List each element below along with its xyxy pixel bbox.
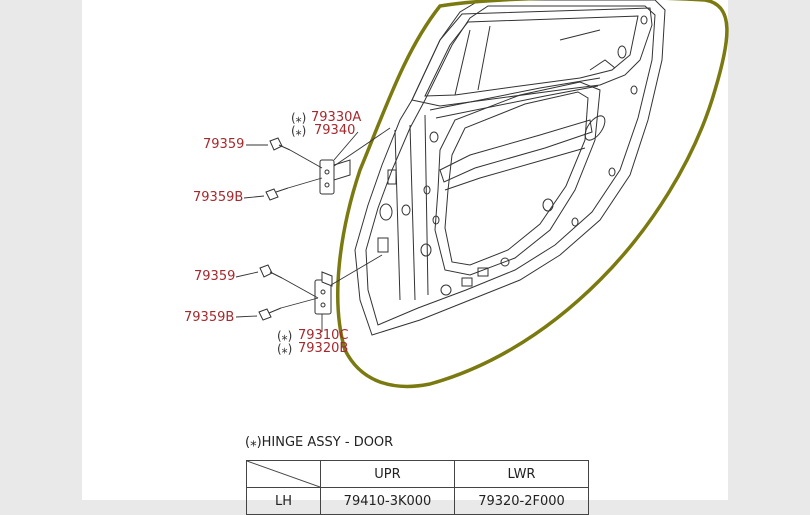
lower-bolt-a [259,264,283,279]
leader-lines [235,127,391,332]
lower-hinge-marker-a: (⁎) [277,329,293,343]
upper-bolt-a [269,137,291,151]
upr-part-number[interactable]: 79410-3K000 [320,487,455,515]
rear-door-panel [354,0,666,336]
upper-hinge-marker-a: (⁎) [291,111,307,125]
lwr-part-number[interactable]: 79320-2F000 [454,487,589,515]
hinge-assy-table: UPR LWR LH 79410-3K000 79320-2F000 [246,460,589,515]
door-exploded-diagram [235,0,729,389]
upper-hinge [319,159,351,195]
hinge-table-title: (⁎)HINGE ASSY - DOOR [245,435,394,450]
table-header-row: UPR LWR [246,460,589,488]
lower-hinge-part-number-a[interactable]: 79310C [298,328,349,343]
row-label: LH [246,487,321,515]
upper-hinge-part-number-b[interactable]: 79340 [314,123,356,138]
lower-bolt-a-part-number[interactable]: 79359 [194,269,236,284]
lower-bolt-b [258,307,282,321]
upper-bolt-b-part-number[interactable]: 79359B [193,190,244,205]
upper-hinge-part-number-a[interactable]: 79330A [311,110,362,125]
lower-hinge [314,271,333,315]
lower-bolt-b-part-number[interactable]: 79359B [184,310,235,325]
diagram-sheet [82,0,728,500]
upper-bolt-a-part-number[interactable]: 79359 [203,137,245,152]
diagonal-divider [247,461,320,487]
column-header-upr: UPR [320,460,455,488]
table-row: LH 79410-3K000 79320-2F000 [246,487,589,515]
lower-hinge-marker-b: (⁎) [277,342,293,356]
upper-bolt-b [265,187,289,201]
upper-hinge-marker-b: (⁎) [291,124,307,138]
table-corner-cell [246,460,321,488]
column-header-lwr: LWR [454,460,589,488]
lower-hinge-part-number-b[interactable]: 79320B [298,341,349,356]
highlight-outline [336,0,729,389]
